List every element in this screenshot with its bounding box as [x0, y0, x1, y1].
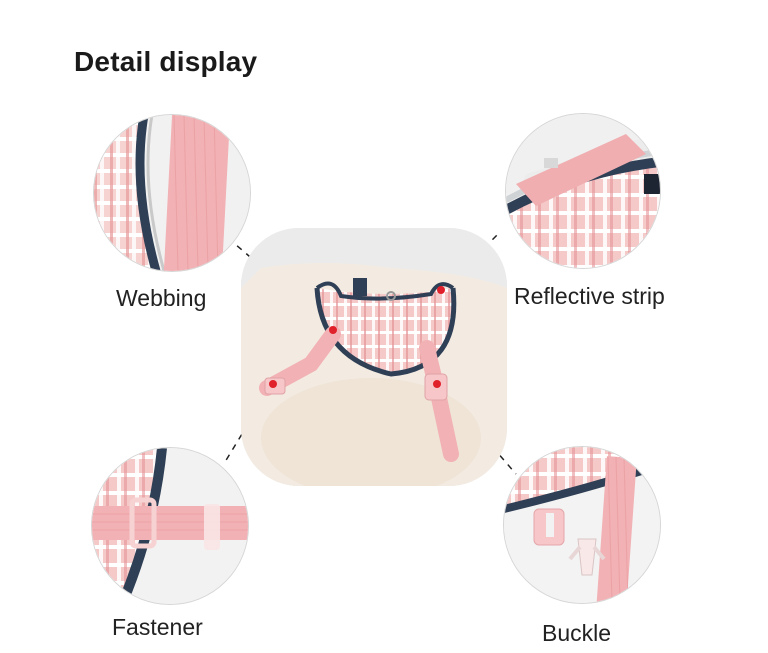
webbing-label: Webbing	[116, 285, 207, 311]
reflective-strip-detail-image	[505, 113, 661, 269]
buckle-label: Buckle	[542, 620, 612, 646]
buckle-detail-image	[503, 446, 661, 604]
harness-main-image	[241, 228, 507, 486]
page-title: Detail display	[74, 46, 258, 77]
webbing-detail-image	[93, 114, 251, 272]
fastener-detail-image	[91, 447, 249, 605]
fastener-label: Fastener	[112, 614, 203, 640]
reflective-strip-label: Reflective strip	[514, 283, 665, 309]
